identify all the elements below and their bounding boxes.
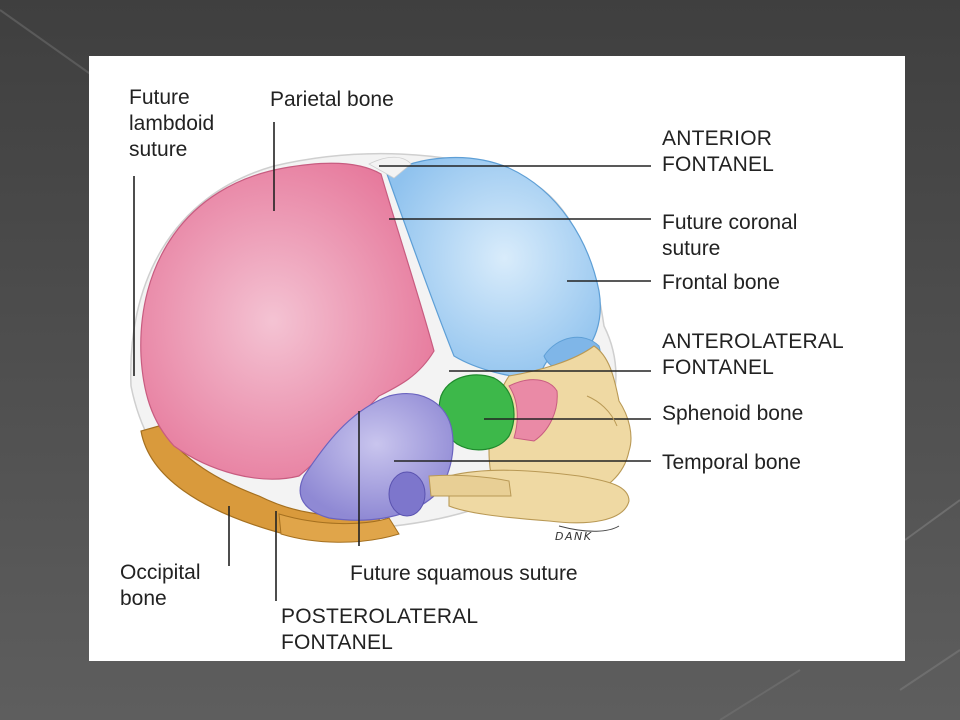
sphenoid-wing (508, 379, 558, 442)
label-anterolateral-fontanel: ANTEROLATERAL FONTANEL (662, 330, 844, 379)
leader-lines (133, 122, 651, 601)
label-anterior-fontanel: ANTERIOR FONTANEL (662, 127, 775, 176)
parietal-bone (140, 162, 435, 480)
label-parietal-bone: Parietal bone (270, 88, 394, 111)
artist-signature: DANK (555, 530, 593, 543)
external-ear-canal (388, 471, 426, 517)
label-lambdoid-suture: Future lambdoid suture (129, 86, 215, 161)
infant-skull-diagram (130, 122, 651, 601)
label-posterolateral-fontanel: POSTEROLATERAL FONTANEL (281, 605, 479, 654)
slide-panel: Future lambdoid suture Parietal bone ANT… (89, 56, 905, 661)
zygomatic-arch (428, 474, 512, 497)
label-squamous-suture: Future squamous suture (350, 562, 578, 585)
label-sphenoid-bone: Sphenoid bone (662, 402, 804, 425)
label-frontal-bone: Frontal bone (662, 271, 780, 294)
occipital-bone-lower (278, 513, 400, 543)
label-temporal-bone: Temporal bone (662, 451, 801, 474)
anterior-fontanel (368, 156, 412, 179)
label-coronal-suture: Future coronal suture (662, 211, 798, 260)
label-occipital-bone: Occipital bone (120, 561, 201, 610)
